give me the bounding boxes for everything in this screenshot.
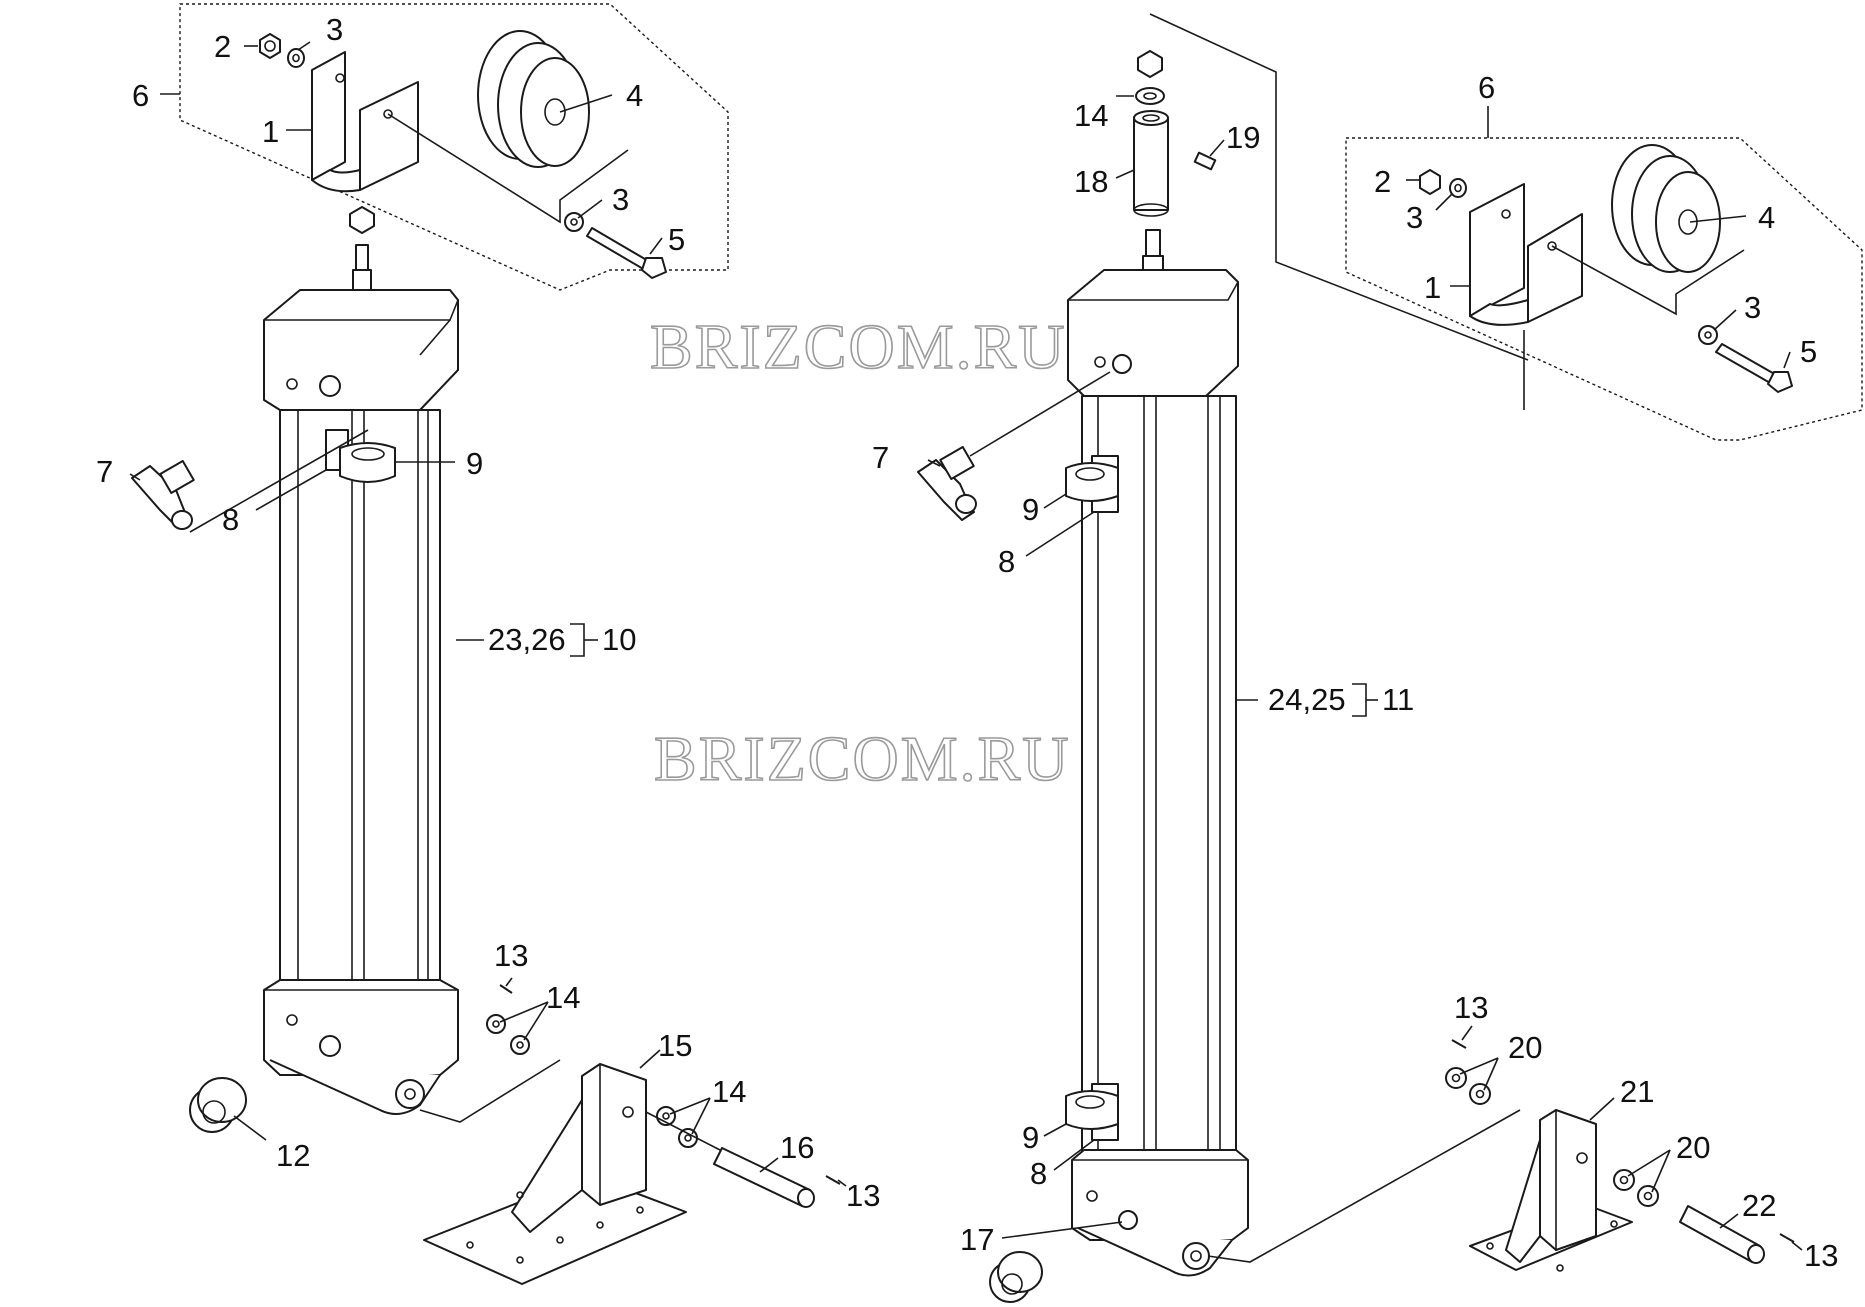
callout-11: 11 [1382, 682, 1414, 717]
plug-right [989, 1251, 1043, 1303]
callout-14-left-side: 14 [712, 1074, 746, 1109]
callout-14-right: 14 [1074, 98, 1108, 133]
washers-left-top [486, 1014, 530, 1055]
callout-13-left-top: 13 [494, 938, 528, 973]
callout-4-right: 4 [1758, 200, 1775, 235]
callout-1-right: 1 [1424, 270, 1441, 305]
washers-right-side [1613, 1169, 1659, 1207]
washer-right-kit-bottom [1698, 325, 1718, 345]
cotter-pin-right-top [1451, 1039, 1467, 1049]
callout-12: 12 [276, 1138, 310, 1173]
clamp-right-bottom [1065, 1083, 1119, 1141]
callout-20-side: 20 [1676, 1130, 1710, 1165]
pin-right [1679, 1205, 1765, 1264]
callout-13-right-side: 13 [1804, 1238, 1838, 1273]
u-bracket-left [311, 51, 419, 193]
callout-20-top: 20 [1508, 1030, 1542, 1065]
base-bracket-left [423, 1063, 687, 1285]
callout-13-right-top: 13 [1454, 990, 1488, 1025]
callout-15: 15 [658, 1028, 692, 1063]
callout-16: 16 [780, 1130, 814, 1165]
elbow-fitting-left [131, 459, 195, 530]
callout-10: 10 [602, 622, 636, 657]
callout-23-26: 23,26 [488, 622, 566, 657]
callout-2-right: 2 [1374, 164, 1391, 199]
pin-left [713, 1147, 815, 1208]
callout-3-left-top: 3 [326, 12, 343, 47]
callout-21: 21 [1620, 1074, 1654, 1109]
callout-9-right-top: 9 [1022, 492, 1039, 527]
pulley-right [1611, 144, 1721, 273]
callout-5-right: 5 [1800, 334, 1817, 369]
callout-4-left: 4 [626, 78, 643, 113]
callout-6-left: 6 [132, 78, 149, 113]
rod-nut-left [349, 206, 375, 234]
callout-8-right-bottom: 8 [1030, 1156, 1047, 1191]
callout-7-right: 7 [872, 440, 889, 475]
cylinder-right [1067, 229, 1249, 1277]
callout-3-left-bottom: 3 [612, 182, 629, 217]
base-bracket-right [1469, 1109, 1633, 1272]
u-bracket-right [1469, 183, 1583, 326]
callout-8-right-top: 8 [998, 544, 1015, 579]
watermark-middle: BRIZCOM.RU [654, 723, 1071, 794]
cylinder-left [263, 244, 459, 1115]
callout-22: 22 [1742, 1188, 1776, 1223]
callout-24-25: 24,25 [1268, 682, 1346, 717]
callout-19: 19 [1226, 120, 1260, 155]
callout-3-right-bottom: 3 [1744, 290, 1761, 325]
set-screw [1193, 151, 1217, 171]
nut-right [1419, 169, 1441, 195]
leader-lines [129, 41, 1803, 1251]
bolt-left [586, 227, 667, 279]
cotter-pin-right-side [1779, 1233, 1795, 1243]
callout-2-left: 2 [214, 29, 231, 64]
washer-right-top [1135, 87, 1165, 105]
callout-7-left: 7 [96, 454, 113, 489]
washer-right-kit [1449, 178, 1467, 198]
callout-9-left: 9 [466, 446, 483, 481]
callout-17: 17 [960, 1222, 994, 1257]
rod-nut-right [1137, 50, 1163, 78]
clamp-left [325, 429, 396, 483]
clamp-right-top [1065, 455, 1119, 513]
cotter-pin-left-side [825, 1175, 841, 1185]
callout-13-left-side: 13 [846, 1178, 880, 1213]
callout-6-right: 6 [1478, 70, 1495, 105]
callout-8-left: 8 [222, 502, 239, 537]
washers-right-top [1445, 1067, 1491, 1105]
nut-left [259, 33, 281, 59]
bolt-right [1715, 343, 1793, 393]
kit-outline-right [1345, 137, 1863, 441]
washers-left-side [656, 1106, 698, 1148]
plug-left [189, 1077, 247, 1133]
callout-14-left-top: 14 [546, 980, 580, 1015]
callout-18: 18 [1074, 164, 1108, 199]
callout-5-left: 5 [668, 222, 685, 257]
callout-1-left: 1 [262, 114, 279, 149]
spacer-sleeve [1133, 110, 1169, 217]
kit-outline-left [179, 3, 729, 291]
cotter-pin-left-top [499, 984, 513, 994]
callout-9-right-bottom: 9 [1022, 1120, 1039, 1155]
callout-3-right-top: 3 [1406, 200, 1423, 235]
washer-left-top [287, 48, 305, 68]
pulley-left [477, 30, 590, 168]
elbow-fitting-right [917, 445, 977, 521]
watermark-top: BRIZCOM.RU [650, 311, 1067, 382]
